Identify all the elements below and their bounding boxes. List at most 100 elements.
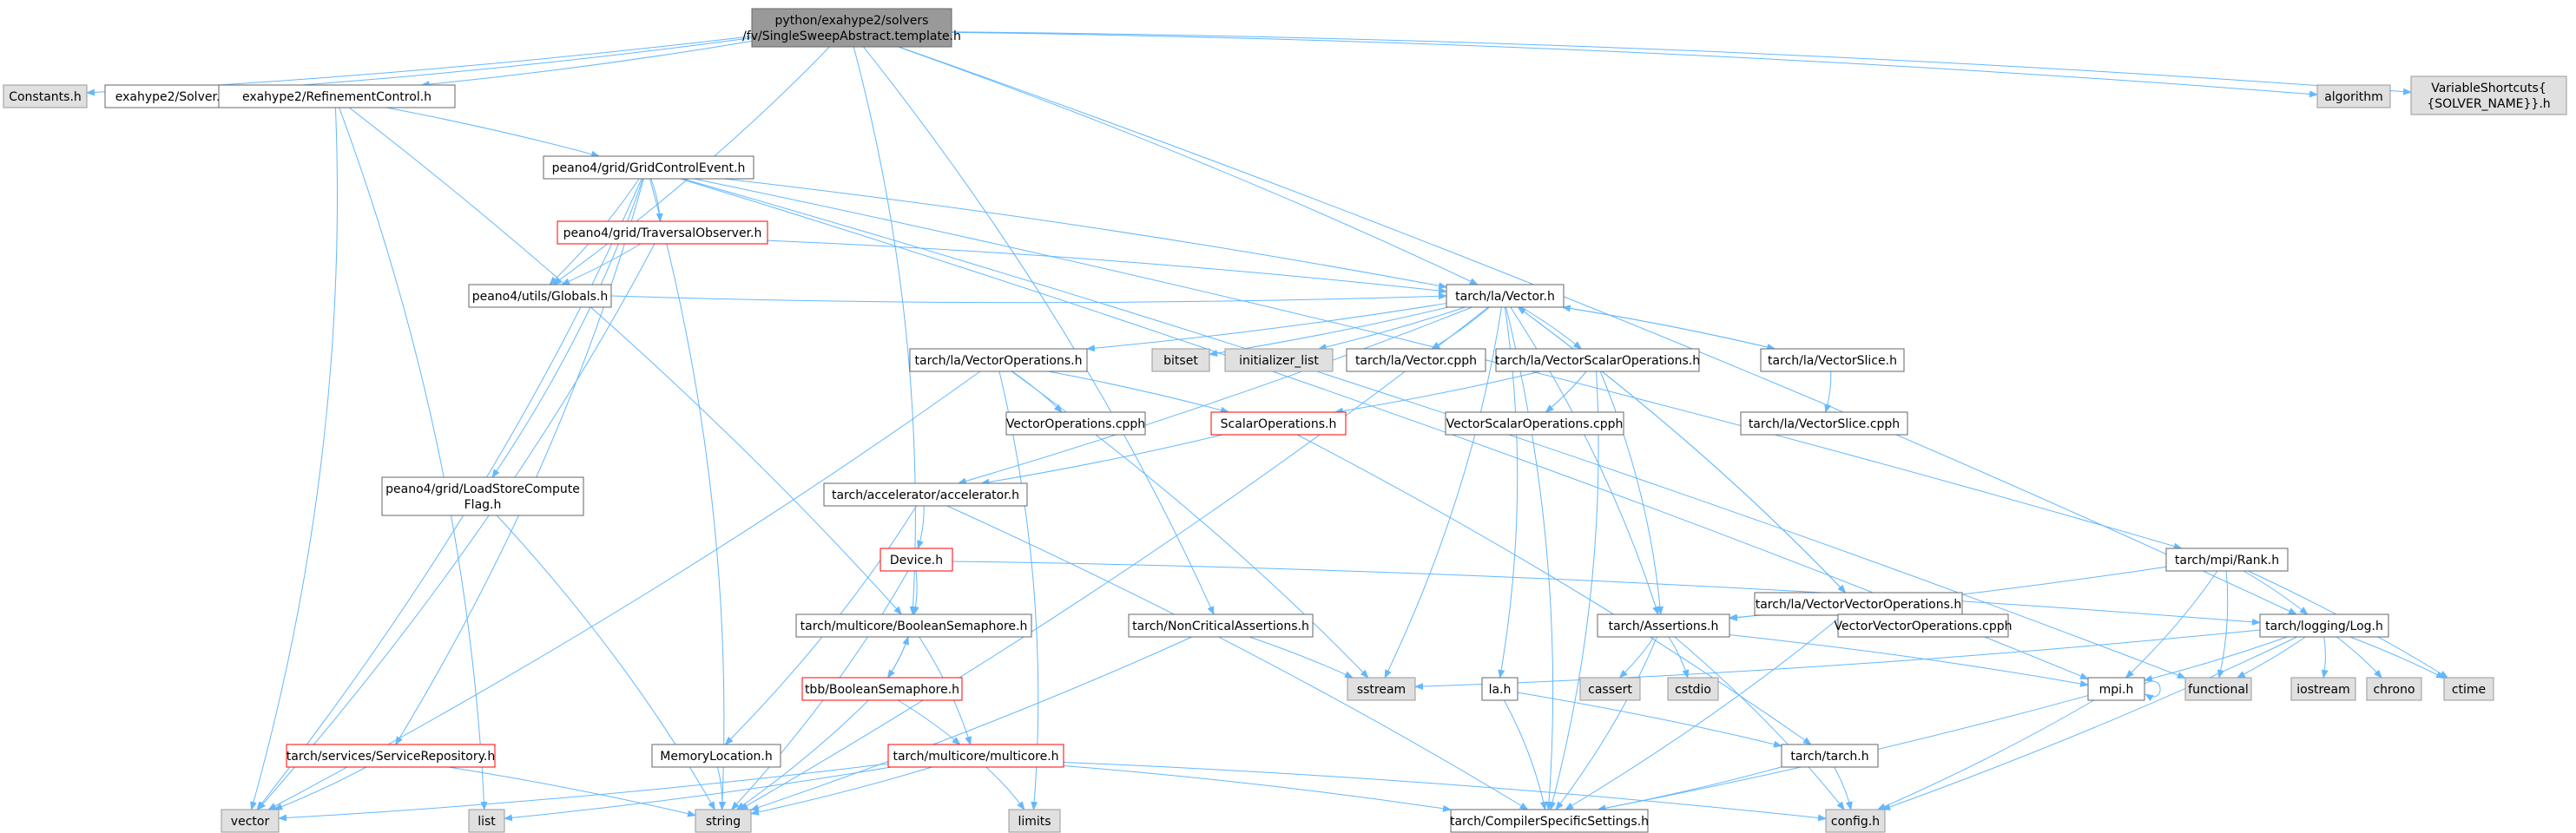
edge-lah-to-tarchh <box>1517 692 1782 748</box>
edge-scalops-to-tarchh <box>1296 434 1812 745</box>
edge-gridctrl-to-loadstore <box>491 178 643 478</box>
node-box <box>2443 677 2494 701</box>
edge-lah-to-compiler <box>1503 699 1547 810</box>
node-accel[interactable]: tarch/accelerator/accelerator.h <box>823 482 1028 507</box>
node-rank[interactable]: tarch/mpi/Rank.h <box>2165 548 2289 572</box>
node-box <box>2290 677 2356 701</box>
edge-root-to-lavector <box>898 46 1479 285</box>
node-vecscalcpph[interactable]: VectorScalarOperations.cpph <box>1445 411 1624 436</box>
node-travobs[interactable]: peano4/grid/TraversalObserver.h <box>557 220 768 245</box>
node-box <box>887 744 1064 768</box>
edge-vecvec-to-compiler <box>1565 614 1843 810</box>
node-memloc[interactable]: MemoryLocation.h <box>651 744 781 768</box>
edge-asserts-to-cstdio <box>1668 636 1690 679</box>
node-label: peano4/grid/LoadStoreCompute <box>385 482 580 496</box>
node-label: Flag.h <box>464 498 502 512</box>
edge-log-to-ctime <box>2349 636 2445 679</box>
node-solver[interactable]: exahype2/Solver.h <box>104 84 239 108</box>
node-label: /fv/SingleSweepAbstract.template.h <box>742 30 961 43</box>
node-servrepo[interactable]: tarch/services/ServiceRepository.h <box>286 744 496 768</box>
edge-log-to-config <box>1881 636 2298 810</box>
node-box <box>1760 348 1905 372</box>
edge-tarchh-to-config <box>1834 766 1853 810</box>
node-globals[interactable]: peano4/utils/Globals.h <box>468 284 612 308</box>
node-label: list <box>478 815 496 829</box>
node-refine[interactable]: exahype2/RefinementControl.h <box>218 84 456 108</box>
node-label: Device.h <box>890 554 943 567</box>
edge-refine-to-gridctrl <box>385 107 601 158</box>
edge-lavector-to-sstream <box>1384 306 1502 679</box>
node-tarchh[interactable]: tarch/tarch.h <box>1781 744 1879 768</box>
node-label: ctime <box>2452 683 2486 697</box>
node-boolsem[interactable]: tarch/multicore/BooleanSemaphore.h <box>795 613 1032 638</box>
edge-log-to-sstream <box>1414 629 2261 691</box>
edge-memloc-to-string <box>716 766 727 810</box>
node-compiler[interactable]: tarch/CompilerSpecificSettings.h <box>1450 809 1649 833</box>
node-lavector[interactable]: tarch/la/Vector.h <box>1446 284 1565 308</box>
node-log[interactable]: tarch/logging/Log.h <box>2259 613 2389 638</box>
edge-loadstore-to-string <box>496 515 715 810</box>
edge-lavector-to-vecslice <box>1562 306 1776 351</box>
node-vector: vector <box>221 809 280 833</box>
node-label: peano4/grid/TraversalObserver.h <box>563 226 762 240</box>
node-asserts[interactable]: tarch/Assertions.h <box>1597 613 1730 638</box>
node-vecscal[interactable]: tarch/la/VectorScalarOperations.h <box>1495 348 1700 372</box>
edge-lavector-to-accel <box>957 306 1472 485</box>
node-box <box>221 809 280 833</box>
node-limits: limits <box>1008 809 1061 833</box>
node-vecveccpph[interactable]: VectorVectorOperations.cpph <box>1835 613 2013 638</box>
node-root[interactable]: python/exahype2/solvers/fv/SingleSweepAb… <box>742 8 961 48</box>
node-vecops[interactable]: tarch/la/VectorOperations.h <box>909 348 1088 372</box>
node-box <box>1446 284 1565 308</box>
node-lah[interactable]: la.h <box>1481 677 1519 701</box>
node-vecslice[interactable]: tarch/la/VectorSlice.h <box>1760 348 1905 372</box>
node-tbbsem[interactable]: tbb/BooleanSemaphore.h <box>801 677 963 701</box>
edge-travobs-to-globals <box>561 243 642 285</box>
node-box <box>2410 75 2567 115</box>
node-vectorcpph[interactable]: tarch/la/Vector.cpph <box>1346 348 1486 372</box>
node-label: tarch/la/VectorOperations.h <box>915 354 1083 368</box>
edge-lavector-to-vecops <box>1086 303 1447 352</box>
edge-asserts-to-mpih <box>1729 634 2089 687</box>
edge-layer <box>86 31 2449 822</box>
node-mpih[interactable]: mpi.h <box>2087 677 2145 701</box>
node-noncrit[interactable]: tarch/NonCriticalAssertions.h <box>1128 613 1314 638</box>
node-label: VectorVectorOperations.cpph <box>1835 620 2013 633</box>
node-label: ScalarOperations.h <box>1221 417 1337 431</box>
node-box <box>1825 809 1886 833</box>
node-label: tarch/la/Vector.cpph <box>1355 354 1477 368</box>
edge-vecops-to-scalops <box>1048 371 1230 414</box>
node-box <box>751 8 952 48</box>
node-vecvec[interactable]: tarch/la/VectorVectorOperations.h <box>1754 592 1963 616</box>
node-vecopscpph[interactable]: VectorOperations.cpph <box>1005 411 1146 436</box>
node-box <box>1450 809 1649 833</box>
node-label: tarch/Assertions.h <box>1609 620 1719 633</box>
node-layer: python/exahype2/solvers/fv/SingleSweepAb… <box>3 8 2567 833</box>
node-scalops[interactable]: ScalarOperations.h <box>1210 411 1347 436</box>
node-box <box>2259 613 2389 638</box>
node-vecslicecpph[interactable]: tarch/la/VectorSlice.cpph <box>1740 411 1908 436</box>
node-box <box>2087 677 2145 701</box>
node-box <box>2366 677 2422 701</box>
edge-vecscal-to-vecscalcpph <box>1545 371 1587 413</box>
node-label: Constants.h <box>9 90 82 104</box>
node-box <box>1346 348 1486 372</box>
node-device[interactable]: Device.h <box>880 548 953 572</box>
node-multicore[interactable]: tarch/multicore/multicore.h <box>887 744 1064 768</box>
edge-vecslice-to-lavector <box>1561 305 1776 350</box>
node-box <box>3 84 88 108</box>
node-label: tarch/tarch.h <box>1790 750 1868 764</box>
edge-root-to-algorithm <box>951 31 2318 98</box>
node-label: algorithm <box>2324 90 2383 104</box>
node-label: iostream <box>2296 683 2350 697</box>
node-label: tarch/la/Vector.h <box>1455 290 1555 304</box>
node-box <box>880 548 953 572</box>
node-gridctrl[interactable]: peano4/grid/GridControlEvent.h <box>543 155 754 180</box>
edge-gridctrl-to-servrepo <box>395 178 644 745</box>
node-box <box>695 809 752 833</box>
edge-asserts-to-config <box>1674 636 1845 810</box>
edge-accel-to-compiler <box>946 505 1529 810</box>
node-label: VectorOperations.cpph <box>1006 417 1145 431</box>
node-box <box>543 155 754 180</box>
